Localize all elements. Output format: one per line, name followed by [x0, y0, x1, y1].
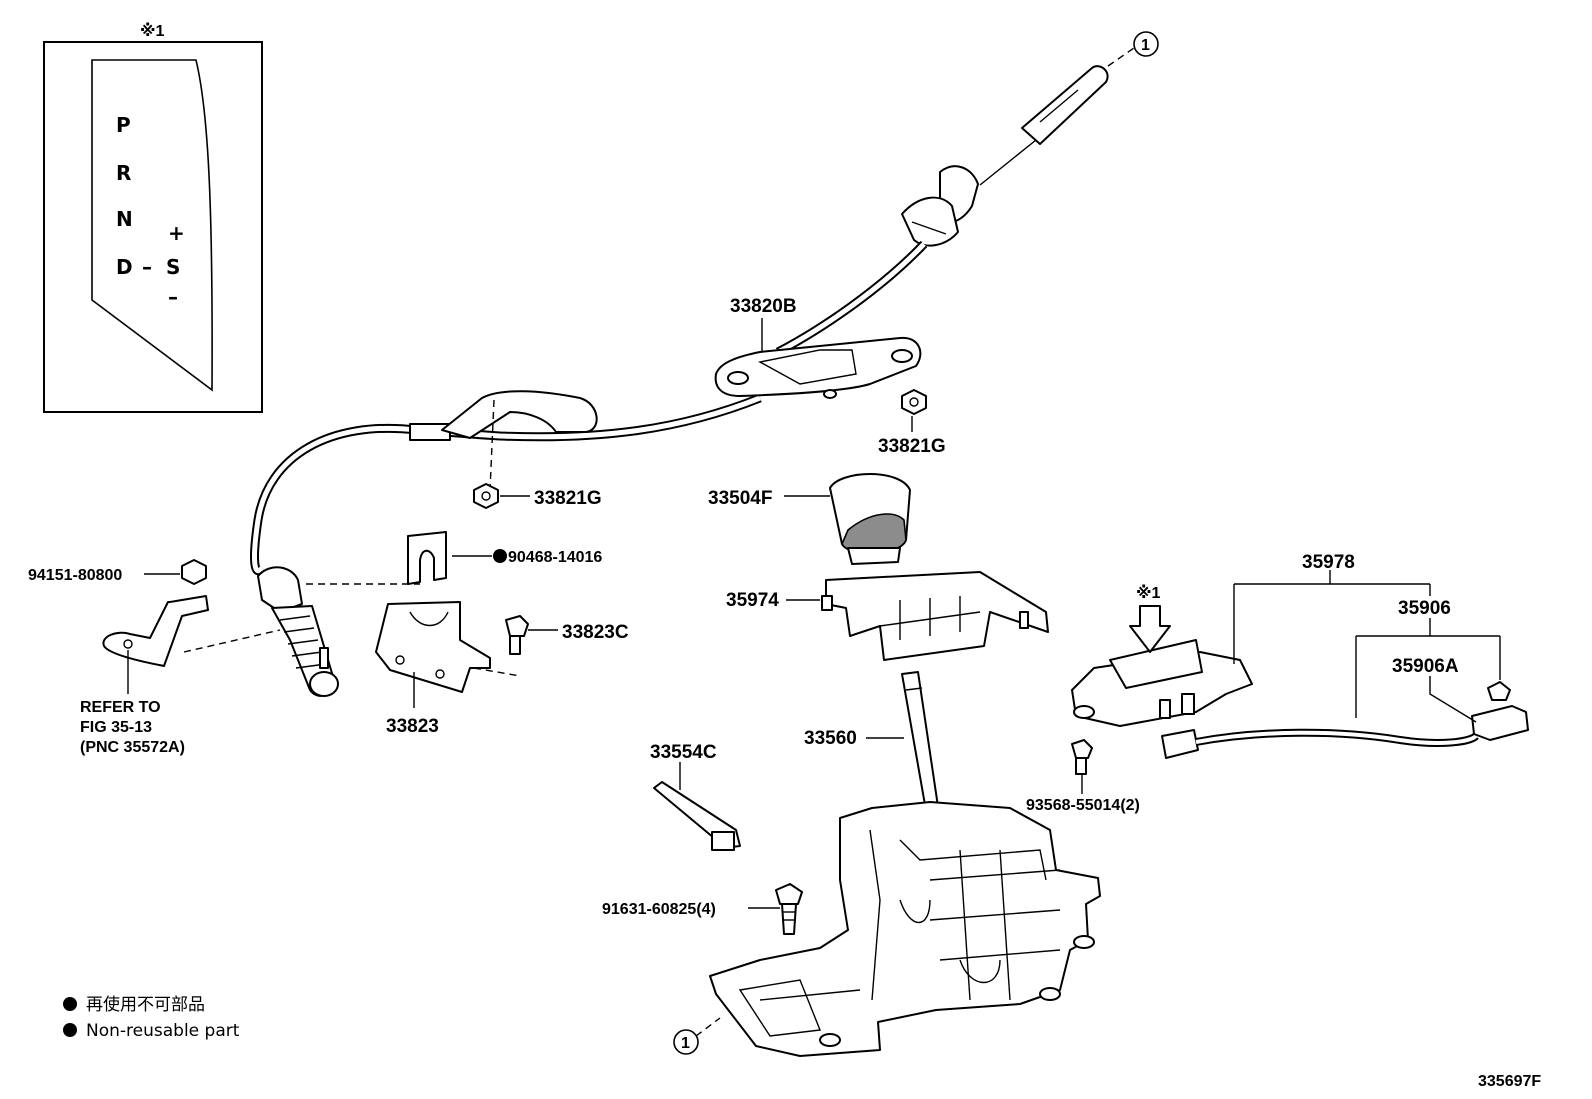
- part-labels: 33820B 33821G 33821G 33504F 35974 90468-…: [28, 296, 1459, 918]
- callout-1-top-label: 1: [1141, 37, 1150, 54]
- nut-33821g-right: [901, 389, 927, 415]
- cable-retainer-plate: [714, 336, 922, 399]
- callout-1-top: 1: [1133, 31, 1159, 57]
- shift-knob: [829, 473, 911, 565]
- label-90468: 90468-14016: [508, 549, 602, 566]
- label-35974: 35974: [726, 590, 779, 611]
- legend-dot-icon-2: [63, 1023, 77, 1037]
- label-91631: 91631-60825(4): [602, 901, 716, 918]
- shift-pattern-inset: ※1 P R N D – S + –: [43, 22, 263, 413]
- wire-harness: [1161, 681, 1529, 759]
- view-arrow: ※1: [1129, 584, 1171, 653]
- non-reusable-dot-icon: [493, 549, 507, 563]
- gear-s-label: S: [166, 255, 180, 279]
- leader-lines: [127, 47, 1501, 1037]
- label-33821g-left: 33821G: [534, 488, 602, 509]
- label-33823: 33823: [386, 716, 439, 737]
- label-35906: 35906: [1398, 598, 1451, 619]
- label-33560: 33560: [804, 728, 857, 749]
- gear-p-label: P: [116, 113, 131, 137]
- shift-lever-housing: [709, 801, 1101, 1057]
- nut-33821g-left: [473, 483, 499, 509]
- refer-line-2: FIG 35-13: [80, 719, 152, 736]
- bolt-33823c: [505, 615, 529, 655]
- bracket-refer-35-13: [102, 595, 281, 667]
- shift-indicator-switch: [1071, 639, 1253, 727]
- gear-plus-label: +: [168, 221, 185, 245]
- label-33821g-right: 33821G: [878, 436, 946, 457]
- gear-minus-label: –: [168, 285, 178, 309]
- label-33504f: 33504F: [708, 488, 772, 509]
- nut-94151: [181, 559, 207, 585]
- label-35906a: 35906A: [1392, 656, 1459, 677]
- gear-n-label: N: [116, 207, 133, 231]
- inset-marker: ※1: [140, 22, 165, 40]
- arrow-marker: ※1: [1136, 584, 1161, 602]
- clip-90468: [407, 531, 447, 585]
- legend-jp: 再使用不可部品: [86, 994, 205, 1015]
- label-33820b: 33820B: [730, 296, 797, 317]
- legend-en: Non-reusable part: [86, 1021, 240, 1041]
- cable-bracket: [441, 390, 598, 491]
- label-33554c: 33554C: [650, 742, 717, 763]
- screw-93568: [1071, 739, 1093, 775]
- legend-dot-icon: [63, 997, 77, 1011]
- shift-lever-rod: [901, 671, 941, 823]
- bolt-91631: [775, 883, 803, 935]
- diagram-id: 335697F: [1478, 1073, 1541, 1090]
- gear-d-label: D: [116, 255, 133, 279]
- callout-1-bottom: 1: [673, 1029, 699, 1055]
- gear-r-label: R: [116, 161, 131, 185]
- gear-dash-label: –: [142, 255, 152, 279]
- legend: 再使用不可部品 Non-reusable part: [63, 994, 240, 1041]
- refer-line-3: (PNC 35572A): [80, 739, 185, 756]
- strip-33554c: [653, 781, 741, 851]
- label-93568: 93568-55014(2): [1026, 797, 1140, 814]
- shift-bezel-35974: [821, 571, 1049, 661]
- label-33823c: 33823C: [562, 622, 629, 643]
- callout-1-bottom-label: 1: [681, 1035, 690, 1052]
- label-35978: 35978: [1302, 552, 1355, 573]
- bracket-33823: [306, 583, 521, 693]
- label-94151: 94151-80800: [28, 567, 122, 584]
- refer-line-1: REFER TO: [80, 699, 161, 716]
